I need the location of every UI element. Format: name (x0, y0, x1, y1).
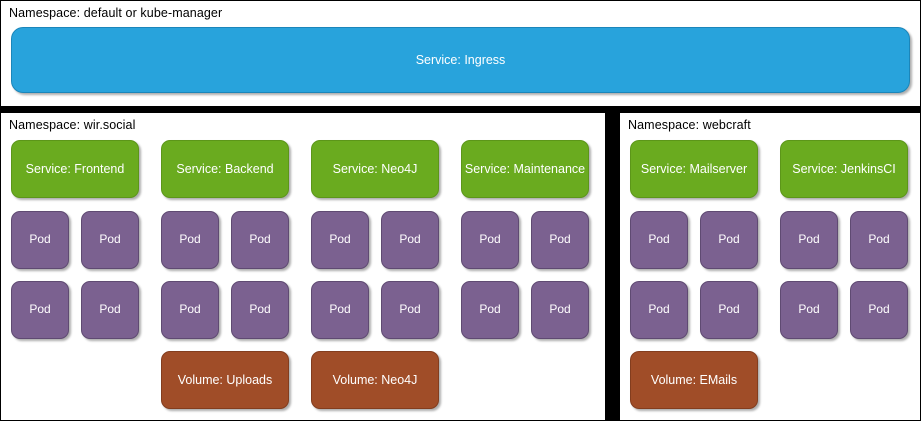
pod-mailserver-4[interactable]: Pod (700, 281, 758, 339)
pod-jenkinsci-4[interactable]: Pod (850, 281, 908, 339)
namespace-panel-default: Namespace: default or kube-manager Servi… (1, 1, 920, 106)
pod-backend-4[interactable]: Pod (231, 281, 289, 339)
pod-frontend-4[interactable]: Pod (81, 281, 139, 339)
pod-backend-2[interactable]: Pod (231, 211, 289, 269)
pod-maintenance-4[interactable]: Pod (531, 281, 589, 339)
pod-maintenance-2[interactable]: Pod (531, 211, 589, 269)
pod-frontend-1[interactable]: Pod (11, 211, 69, 269)
pod-neo4j-2[interactable]: Pod (381, 211, 439, 269)
service-ingress[interactable]: Service: Ingress (11, 27, 910, 93)
pod-maintenance-1[interactable]: Pod (461, 211, 519, 269)
pod-mailserver-2[interactable]: Pod (700, 211, 758, 269)
pod-frontend-2[interactable]: Pod (81, 211, 139, 269)
pod-jenkinsci-3[interactable]: Pod (780, 281, 838, 339)
pod-jenkinsci-1[interactable]: Pod (780, 211, 838, 269)
service-backend[interactable]: Service: Backend (161, 140, 289, 198)
pod-mailserver-3[interactable]: Pod (630, 281, 688, 339)
pod-maintenance-3[interactable]: Pod (461, 281, 519, 339)
pod-jenkinsci-2[interactable]: Pod (850, 211, 908, 269)
pod-neo4j-4[interactable]: Pod (381, 281, 439, 339)
service-jenkinsci[interactable]: Service: JenkinsCI (780, 140, 908, 198)
service-neo4j[interactable]: Service: Neo4J (311, 140, 439, 198)
namespace-label-default: Namespace: default or kube-manager (9, 6, 223, 20)
volume-emails[interactable]: Volume: EMails (630, 351, 758, 409)
pod-neo4j-3[interactable]: Pod (311, 281, 369, 339)
namespace-label-webcraft: Namespace: webcraft (628, 118, 751, 132)
service-maintenance[interactable]: Service: Maintenance (461, 140, 589, 198)
service-frontend[interactable]: Service: Frontend (11, 140, 139, 198)
pod-frontend-3[interactable]: Pod (11, 281, 69, 339)
volume-neo4j[interactable]: Volume: Neo4J (311, 351, 439, 409)
pod-mailserver-1[interactable]: Pod (630, 211, 688, 269)
namespace-label-wir-social: Namespace: wir.social (9, 118, 136, 132)
pod-backend-3[interactable]: Pod (161, 281, 219, 339)
service-mailserver[interactable]: Service: Mailserver (630, 140, 758, 198)
volume-uploads[interactable]: Volume: Uploads (161, 351, 289, 409)
pod-backend-1[interactable]: Pod (161, 211, 219, 269)
pod-neo4j-1[interactable]: Pod (311, 211, 369, 269)
